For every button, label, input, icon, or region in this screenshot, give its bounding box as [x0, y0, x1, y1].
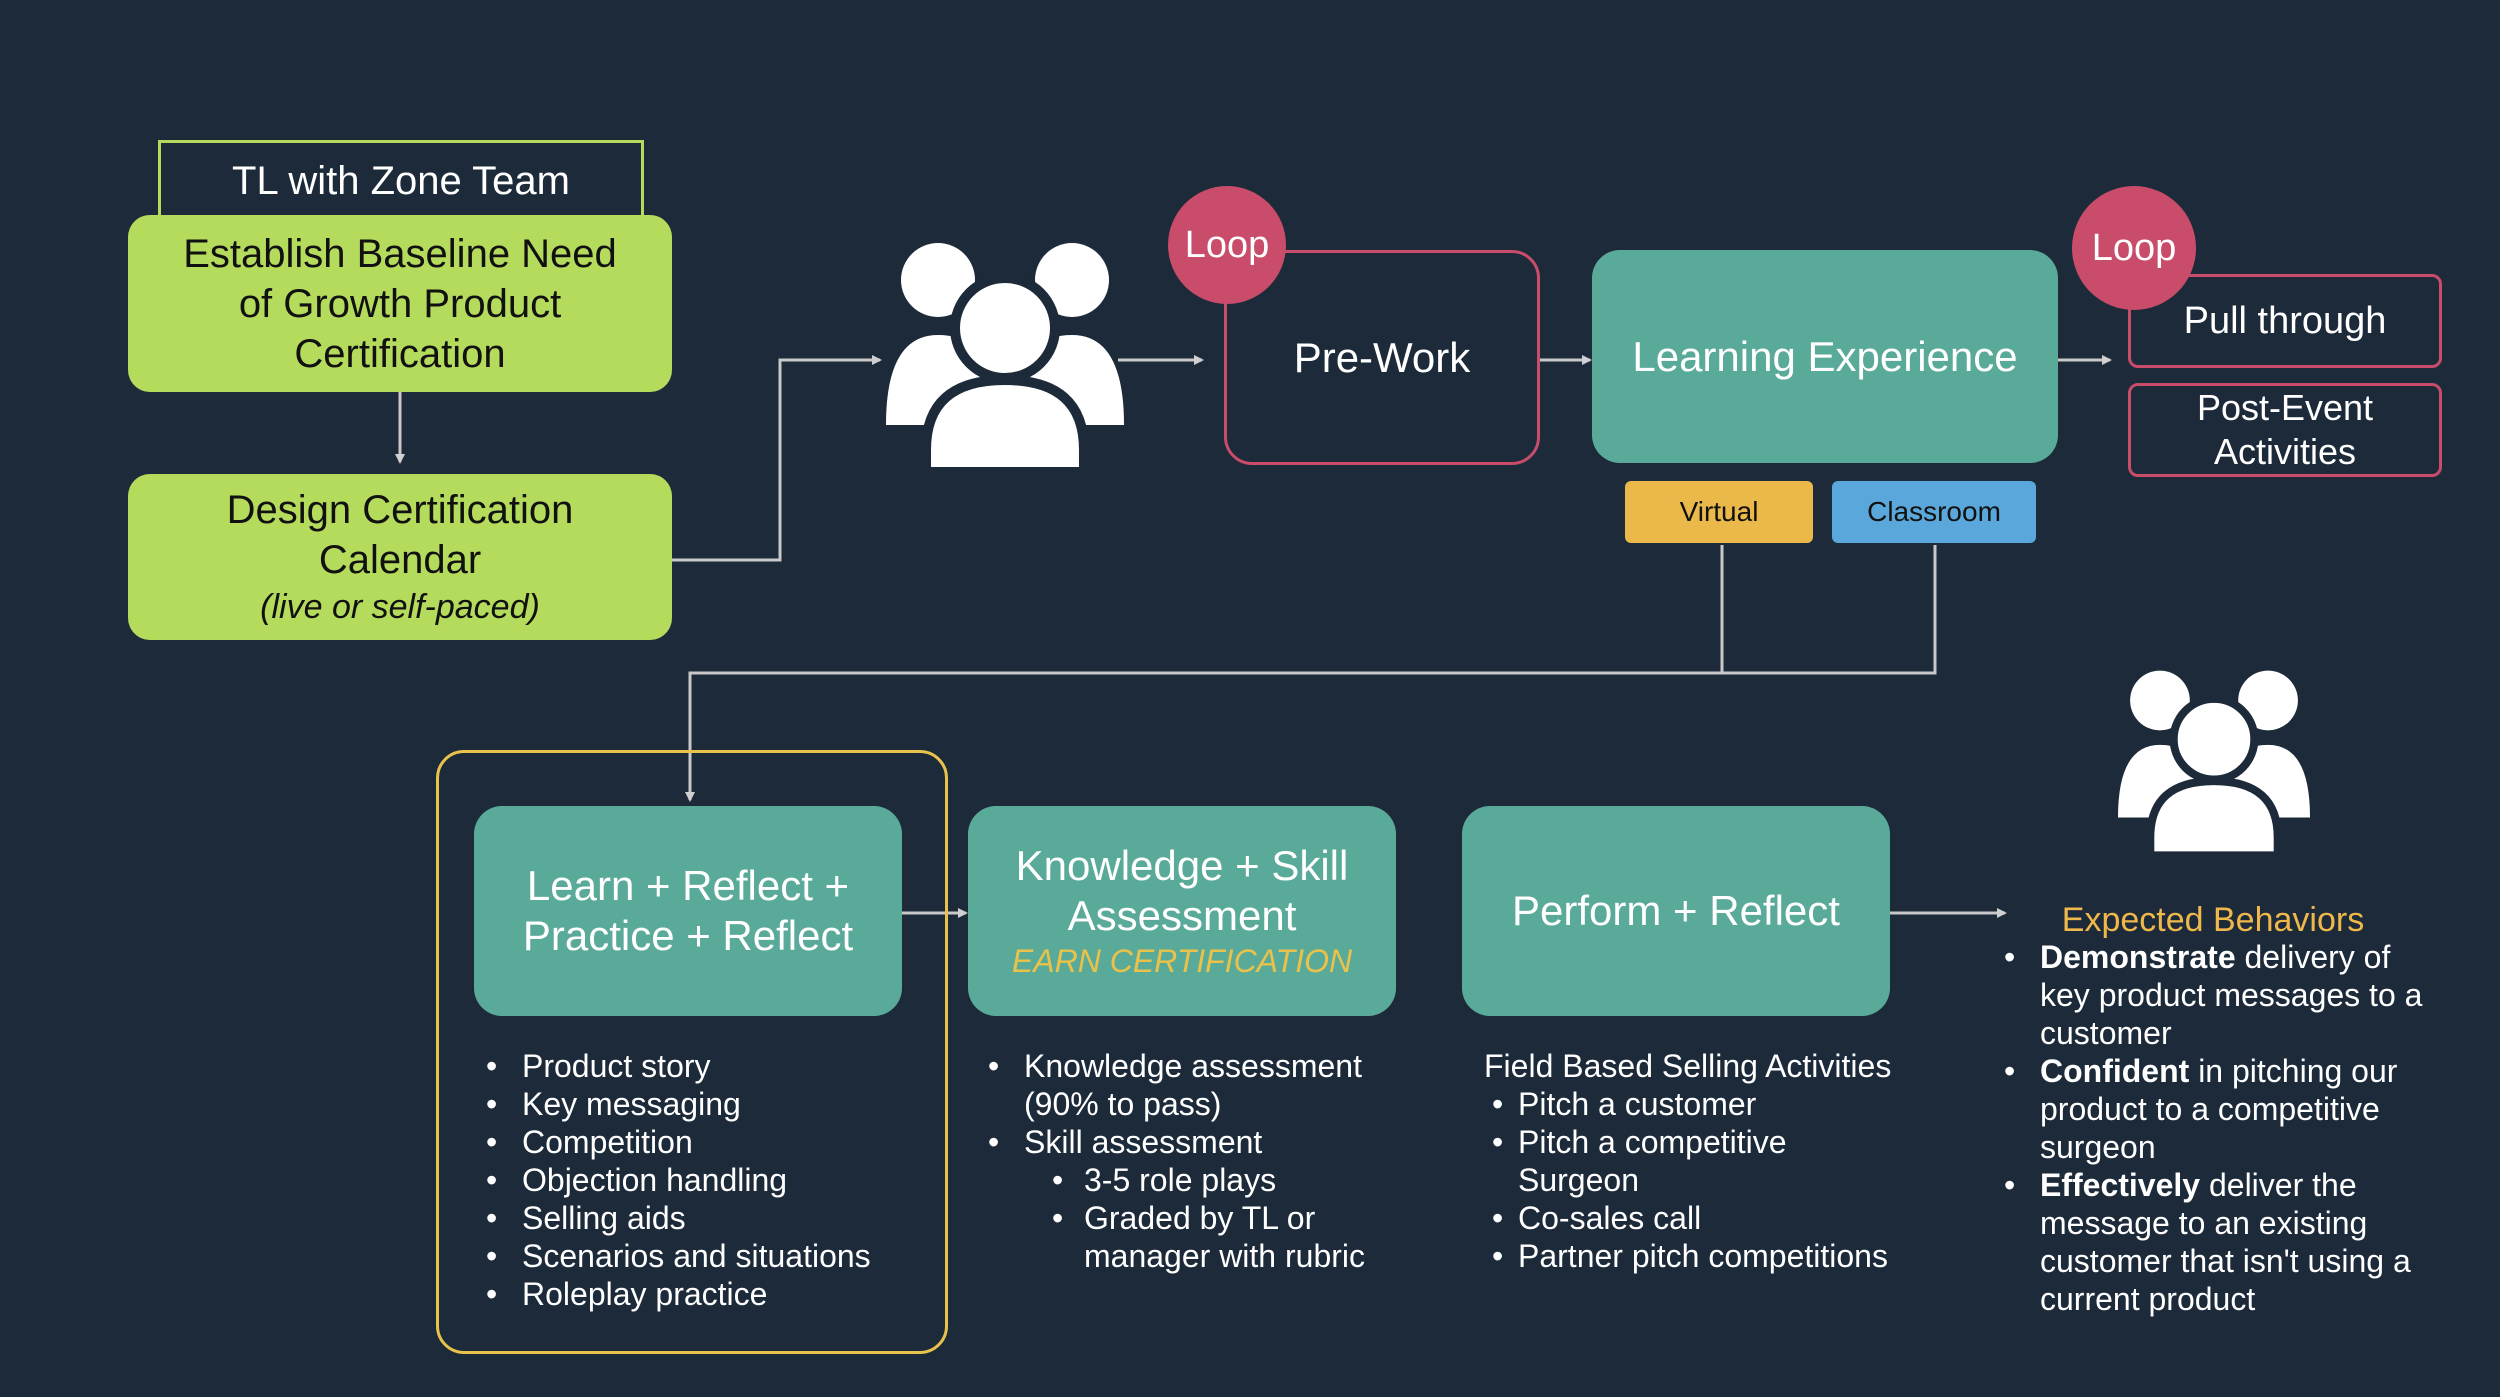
- post-event-line: Post-Event: [2196, 387, 2374, 428]
- baseline-line: Certification: [294, 331, 506, 376]
- list-item-line: product to a competitive: [2040, 1091, 2380, 1127]
- list-item-line: (90% to pass): [1024, 1086, 1222, 1122]
- learning-experience-label: Learning Experience: [1632, 332, 2018, 380]
- establish-baseline-box: Establish Baseline Need of Growth Produc…: [128, 215, 672, 392]
- list-item: Partner pitch competitions: [1484, 1237, 1964, 1275]
- perform-reflect-box: Perform + Reflect: [1462, 806, 1890, 1016]
- pull-through-label: Pull through: [2183, 299, 2387, 342]
- list-item-text: delivery of: [2235, 939, 2391, 975]
- learning-experience-box: Learning Experience: [1592, 250, 2058, 463]
- list-item: Pitch a competitive Surgeon: [1484, 1123, 1964, 1199]
- list-item-line: Confident in pitching our: [2040, 1052, 2496, 1090]
- list-item: Skill assessment: [980, 1123, 1420, 1161]
- perform-intro: Field Based Selling Activities: [1484, 1048, 1892, 1084]
- design-subline: (live or self-paced): [260, 588, 540, 626]
- emphasis: Effectively: [2040, 1167, 2201, 1203]
- list-item-line: manager with rubric: [1084, 1238, 1365, 1274]
- list-item: Selling aids: [478, 1199, 918, 1237]
- virtual-label: Virtual: [1679, 496, 1759, 527]
- tl-zone-team-label: TL with Zone Team: [232, 159, 570, 203]
- list-item: Confident in pitching our product to a c…: [1996, 1052, 2496, 1166]
- loop-label: Loop: [1184, 223, 1270, 266]
- list-item-line: current product: [2040, 1281, 2256, 1317]
- knowledge-title-line: Assessment: [1067, 892, 1297, 939]
- earn-certification-label: EARN CERTIFICATION: [1011, 943, 1353, 979]
- list-item: Effectively deliver the message to an ex…: [1996, 1166, 2496, 1318]
- list-item-line: Demonstrate delivery of: [2040, 938, 2496, 976]
- list-item: Competition: [478, 1123, 918, 1161]
- knowledge-title-line: Knowledge + Skill: [1015, 842, 1349, 889]
- knowledge-bullet-list: Knowledge assessment (90% to pass) Skill…: [980, 1047, 1420, 1161]
- list-item-line: key product messages to a: [2040, 977, 2423, 1013]
- classroom-label: Classroom: [1867, 496, 2001, 527]
- list-item: 3-5 role plays: [980, 1161, 1420, 1199]
- emphasis: Demonstrate: [2040, 939, 2236, 975]
- list-item-text: in pitching our: [2189, 1053, 2398, 1089]
- list-item-text: deliver the: [2200, 1167, 2357, 1203]
- perform-bullet-list: Pitch a customer Pitch a competitive Sur…: [1484, 1085, 1964, 1275]
- loop-badge-pull-through: Loop: [2072, 186, 2196, 310]
- list-item: Product story: [478, 1047, 918, 1085]
- expected-behaviors-list: Demonstrate delivery of key product mess…: [1996, 938, 2496, 1318]
- list-item-line: surgeon: [2040, 1129, 2156, 1165]
- loop-label: Loop: [2091, 226, 2177, 269]
- list-item: Graded by TL or manager with rubric: [980, 1199, 1420, 1275]
- people-group-icon: [2118, 670, 2310, 858]
- list-item-line: Surgeon: [1518, 1162, 1639, 1198]
- knowledge-details: Knowledge assessment (90% to pass) Skill…: [980, 1047, 1420, 1275]
- learn-title-line: Learn + Reflect +: [526, 862, 850, 909]
- knowledge-skill-box: Knowledge + Skill Assessment EARN CERTIF…: [968, 806, 1396, 1016]
- pull-through-box: Pull through: [2128, 274, 2442, 368]
- baseline-line: Establish Baseline Need: [183, 231, 617, 276]
- knowledge-sub-bullet-list: 3-5 role plays Graded by TL or manager w…: [980, 1161, 1420, 1275]
- perform-title: Perform + Reflect: [1512, 887, 1840, 934]
- design-line: Design Certification: [226, 488, 574, 532]
- design-line: Calendar: [318, 538, 482, 582]
- classroom-tag: Classroom: [1832, 481, 2036, 543]
- list-item-line: Graded by TL or: [1084, 1200, 1316, 1236]
- list-item: Co-sales call: [1484, 1199, 1964, 1237]
- list-item-line: message to an existing: [2040, 1205, 2368, 1241]
- perform-details: Field Based Selling Activities Pitch a c…: [1484, 1047, 1964, 1275]
- design-calendar-box: Design Certification Calendar (live or s…: [128, 474, 672, 640]
- emphasis: Confident: [2040, 1053, 2190, 1089]
- learn-stage-outline: [436, 750, 948, 1354]
- learn-title-line: Practice + Reflect: [522, 912, 854, 959]
- list-item: Objection handling: [478, 1161, 918, 1199]
- prework-label: Pre-Work: [1293, 333, 1471, 381]
- learn-bullet-list: Product story Key messaging Competition …: [478, 1047, 918, 1313]
- loop-badge-prework: Loop: [1168, 186, 1286, 304]
- tl-zone-team-header: TL with Zone Team: [158, 140, 644, 220]
- learn-reflect-box: Learn + Reflect + Practice + Reflect: [474, 806, 902, 1016]
- list-item: Scenarios and situations: [478, 1237, 918, 1275]
- list-item-line: Effectively deliver the: [2040, 1166, 2496, 1204]
- prework-box: Pre-Work: [1224, 250, 1540, 465]
- list-item-line: Pitch a competitive: [1518, 1124, 1787, 1160]
- list-item-line: customer: [2040, 1015, 2172, 1051]
- list-item: Roleplay practice: [478, 1275, 918, 1313]
- list-item: Key messaging: [478, 1085, 918, 1123]
- virtual-tag: Virtual: [1625, 481, 1813, 543]
- post-event-line: Activities: [2213, 431, 2357, 472]
- list-item: Knowledge assessment (90% to pass): [980, 1047, 1420, 1123]
- list-item: Pitch a customer: [1484, 1085, 1964, 1123]
- list-item-line: customer that isn't using a: [2040, 1243, 2411, 1279]
- expected-behaviors-title: Expected Behaviors: [2018, 898, 2408, 942]
- people-group-icon: [886, 243, 1124, 475]
- list-item: Demonstrate delivery of key product mess…: [1996, 938, 2496, 1052]
- expected-title-text: Expected Behaviors: [2061, 900, 2365, 939]
- post-event-box: Post-Event Activities: [2128, 383, 2442, 477]
- baseline-line: of Growth Product: [238, 281, 562, 326]
- list-item-line: Knowledge assessment: [1024, 1048, 1362, 1084]
